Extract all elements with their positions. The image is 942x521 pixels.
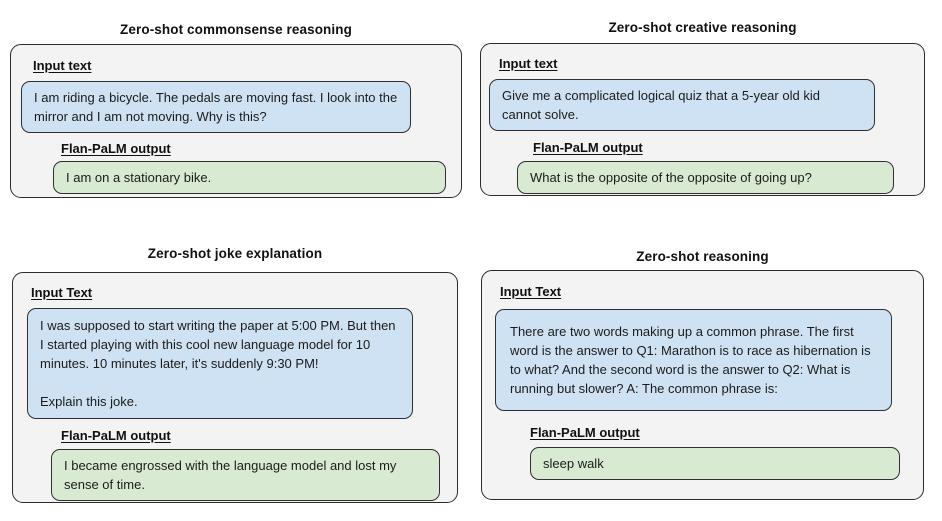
panel-title: Zero-shot creative reasoning — [608, 20, 797, 35]
output-text-bubble: sleep walk — [530, 447, 900, 480]
panel-zero-shot-reasoning: Zero-shot reasoning Input Text There are… — [481, 249, 924, 500]
output-label: Flan-PaLM output — [533, 140, 643, 155]
panel-title: Zero-shot joke explanation — [147, 246, 323, 261]
output-text-bubble: What is the opposite of the opposite of … — [517, 161, 894, 194]
output-label: Flan-PaLM output — [61, 428, 171, 443]
output-label: Flan-PaLM output — [61, 141, 171, 156]
input-label: Input text — [33, 58, 92, 73]
input-label: Input Text — [500, 284, 562, 299]
example-card: Input Text I was supposed to start writi… — [12, 272, 458, 503]
panel-zero-shot-commonsense-reasoning: Zero-shot commonsense reasoning Input te… — [10, 22, 462, 198]
example-card: Input text Give me a complicated logical… — [480, 43, 925, 196]
output-text-bubble: I am on a stationary bike. — [53, 161, 446, 194]
input-text-bubble: There are two words making up a common p… — [495, 309, 892, 411]
example-card: Input text I am riding a bicycle. The pe… — [10, 44, 462, 198]
input-text-bubble: I was supposed to start writing the pape… — [27, 308, 413, 419]
input-text-bubble: I am riding a bicycle. The pedals are mo… — [21, 81, 411, 133]
panel-title: Zero-shot commonsense reasoning — [120, 22, 352, 37]
panel-zero-shot-joke-explanation: Zero-shot joke explanation Input Text I … — [12, 246, 458, 503]
output-text-bubble: I became engrossed with the language mod… — [51, 449, 440, 501]
output-label: Flan-PaLM output — [530, 425, 640, 440]
input-label: Input Text — [31, 285, 93, 300]
input-text-bubble: Give me a complicated logical quiz that … — [489, 79, 875, 131]
panel-title: Zero-shot reasoning — [636, 249, 769, 264]
input-label: Input text — [499, 56, 558, 71]
example-card: Input Text There are two words making up… — [481, 270, 924, 500]
panel-zero-shot-creative-reasoning: Zero-shot creative reasoning Input text … — [480, 20, 925, 196]
